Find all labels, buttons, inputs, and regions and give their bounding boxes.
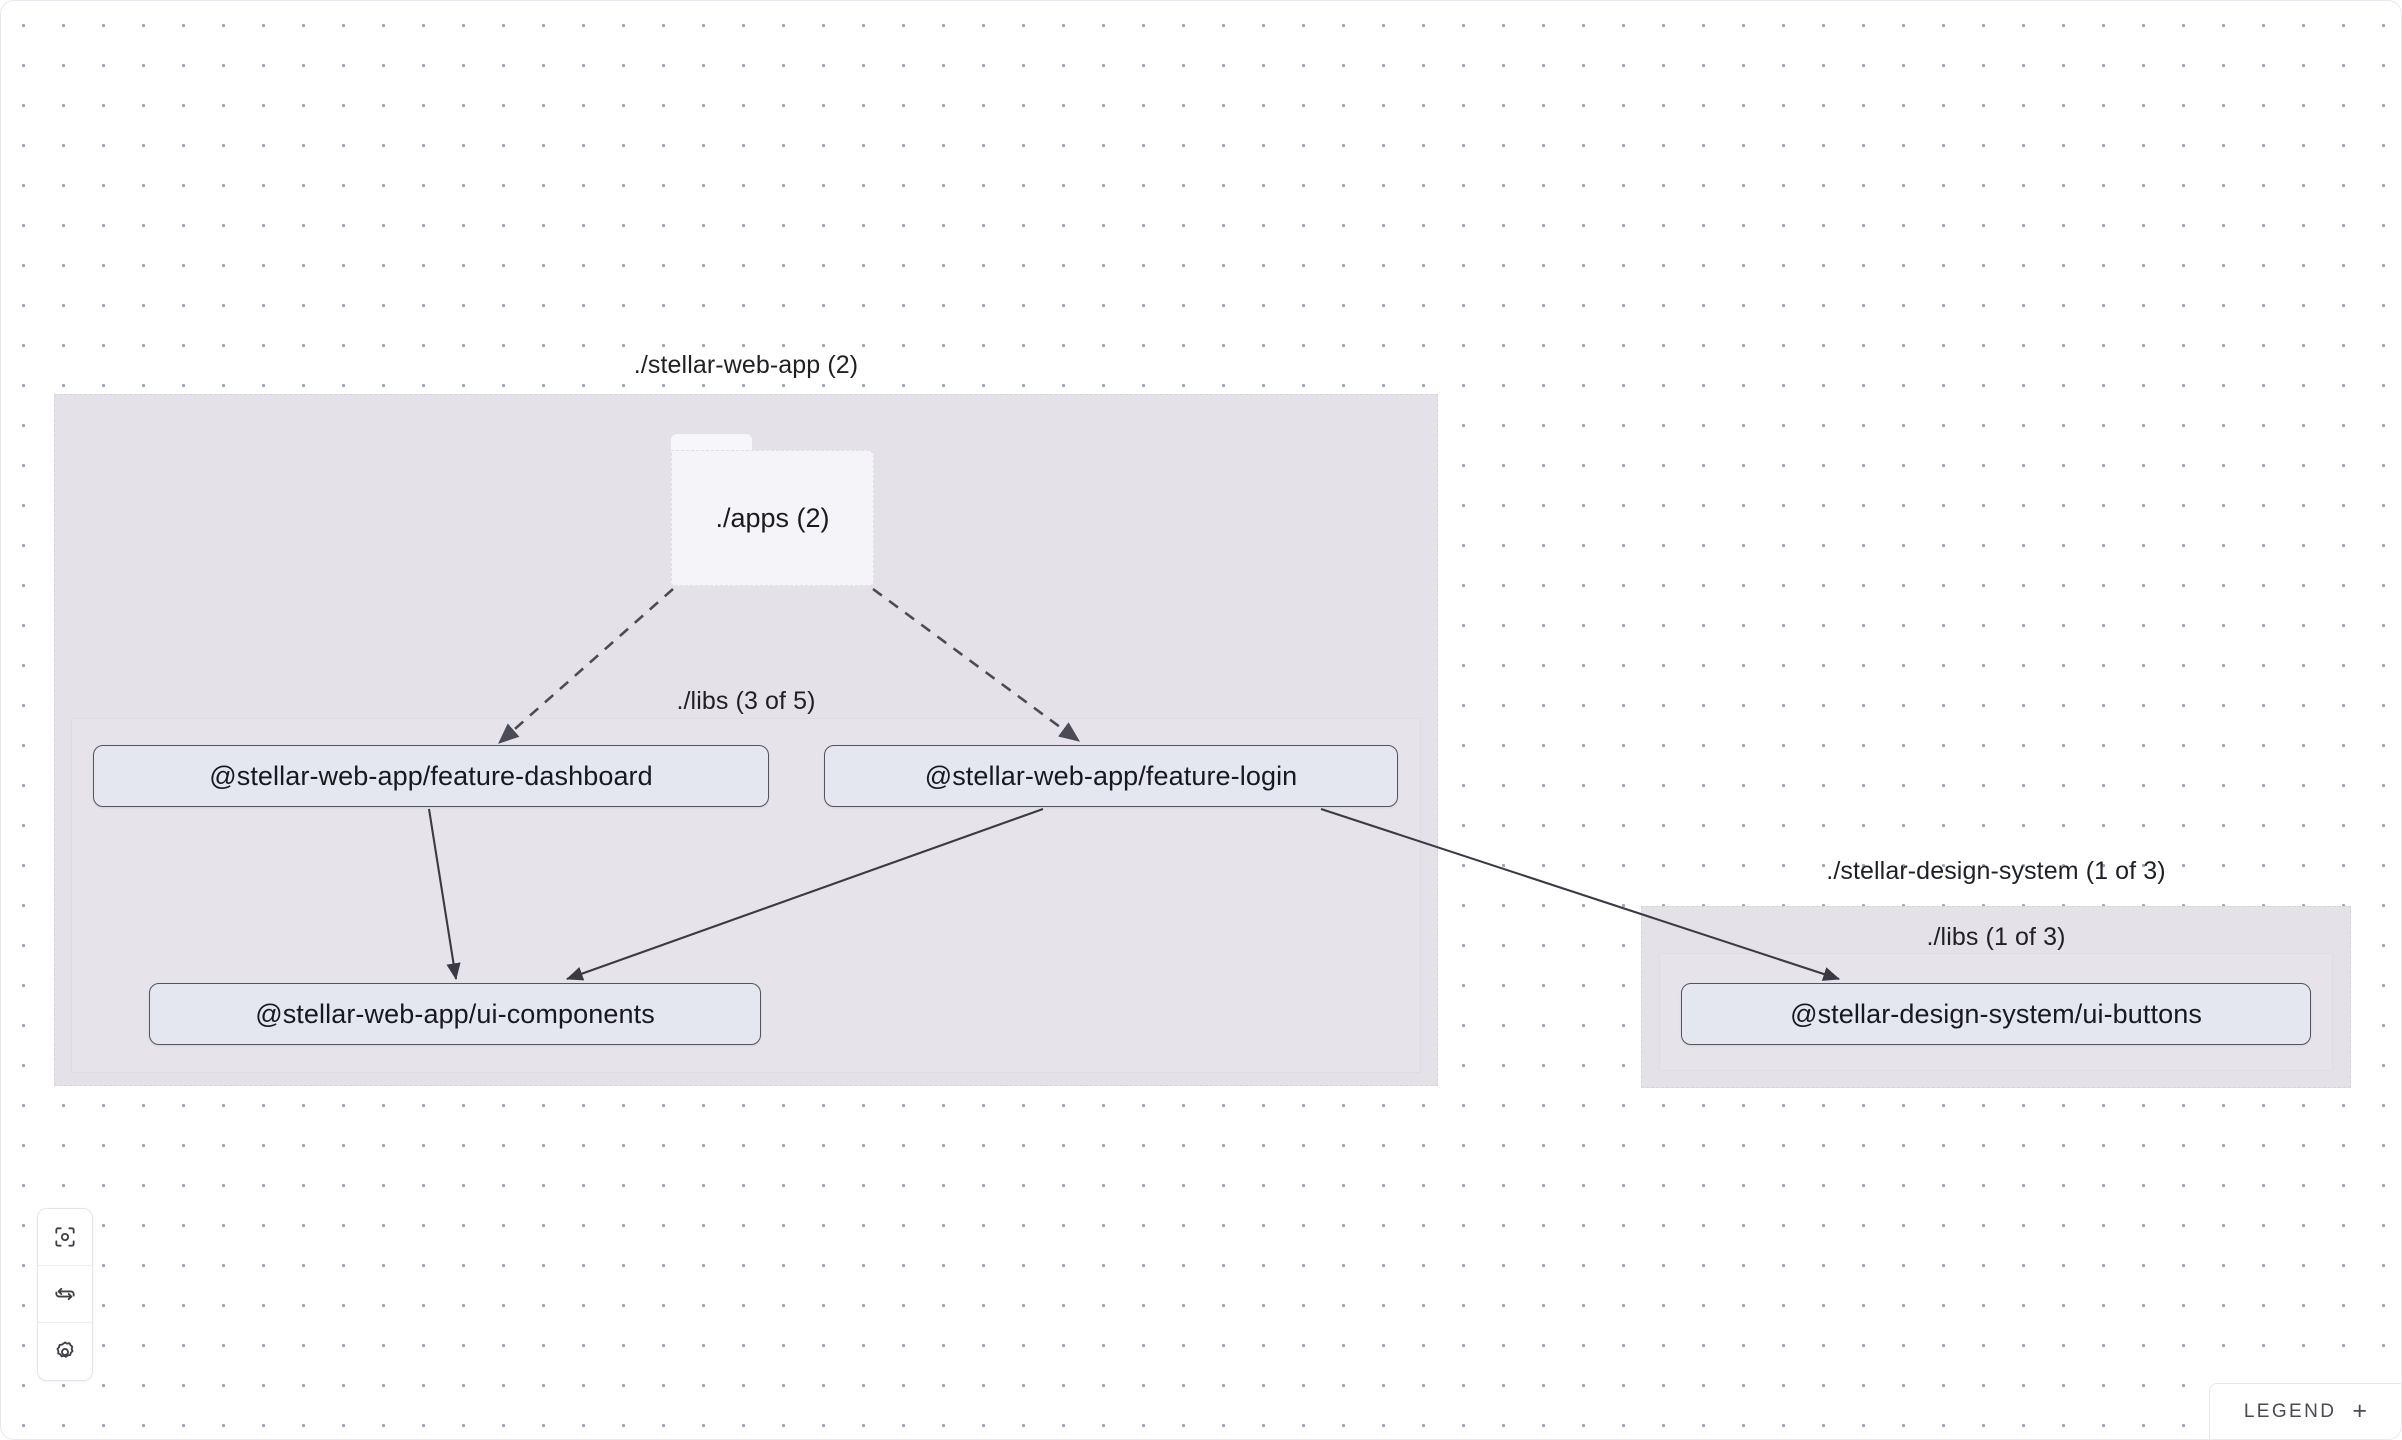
- settings-button[interactable]: [38, 1323, 92, 1380]
- folder-node-label: ./apps (2): [715, 502, 830, 533]
- group-label-stellar-web-app: ./stellar-web-app (2): [633, 351, 859, 379]
- subgroup-label-design-system-libs: ./libs (1 of 3): [1926, 923, 2066, 951]
- legend-label: LEGEND: [2243, 1400, 2337, 1422]
- project-node-ui-components[interactable]: @stellar-web-app/ui-components: [149, 983, 761, 1045]
- project-node-label: @stellar-web-app/feature-login: [924, 760, 1298, 791]
- refresh-icon: [52, 1281, 78, 1307]
- focus-graph-button[interactable]: [38, 1209, 92, 1266]
- folder-body: ./apps (2): [671, 450, 874, 586]
- project-node-feature-dashboard[interactable]: @stellar-web-app/feature-dashboard: [93, 745, 769, 807]
- refresh-graph-button[interactable]: [38, 1266, 92, 1323]
- group-label-stellar-design-system: ./stellar-design-system (1 of 3): [1826, 857, 2166, 885]
- folder-node-apps[interactable]: ./apps (2): [671, 434, 874, 586]
- project-node-label: @stellar-web-app/ui-components: [255, 998, 655, 1029]
- gear-icon: [52, 1339, 78, 1365]
- plus-icon: +: [2352, 1397, 2367, 1425]
- project-node-label: @stellar-design-system/ui-buttons: [1790, 998, 2202, 1029]
- subgroup-label-web-app-libs: ./libs (3 of 5): [676, 687, 816, 715]
- project-node-feature-login[interactable]: @stellar-web-app/feature-login: [824, 745, 1398, 807]
- legend-toggle[interactable]: LEGEND +: [2208, 1383, 2401, 1439]
- focus-icon: [52, 1224, 78, 1250]
- canvas-controls[interactable]: [37, 1208, 93, 1381]
- project-node-ui-buttons[interactable]: @stellar-design-system/ui-buttons: [1681, 983, 2311, 1045]
- project-node-label: @stellar-web-app/feature-dashboard: [209, 760, 653, 791]
